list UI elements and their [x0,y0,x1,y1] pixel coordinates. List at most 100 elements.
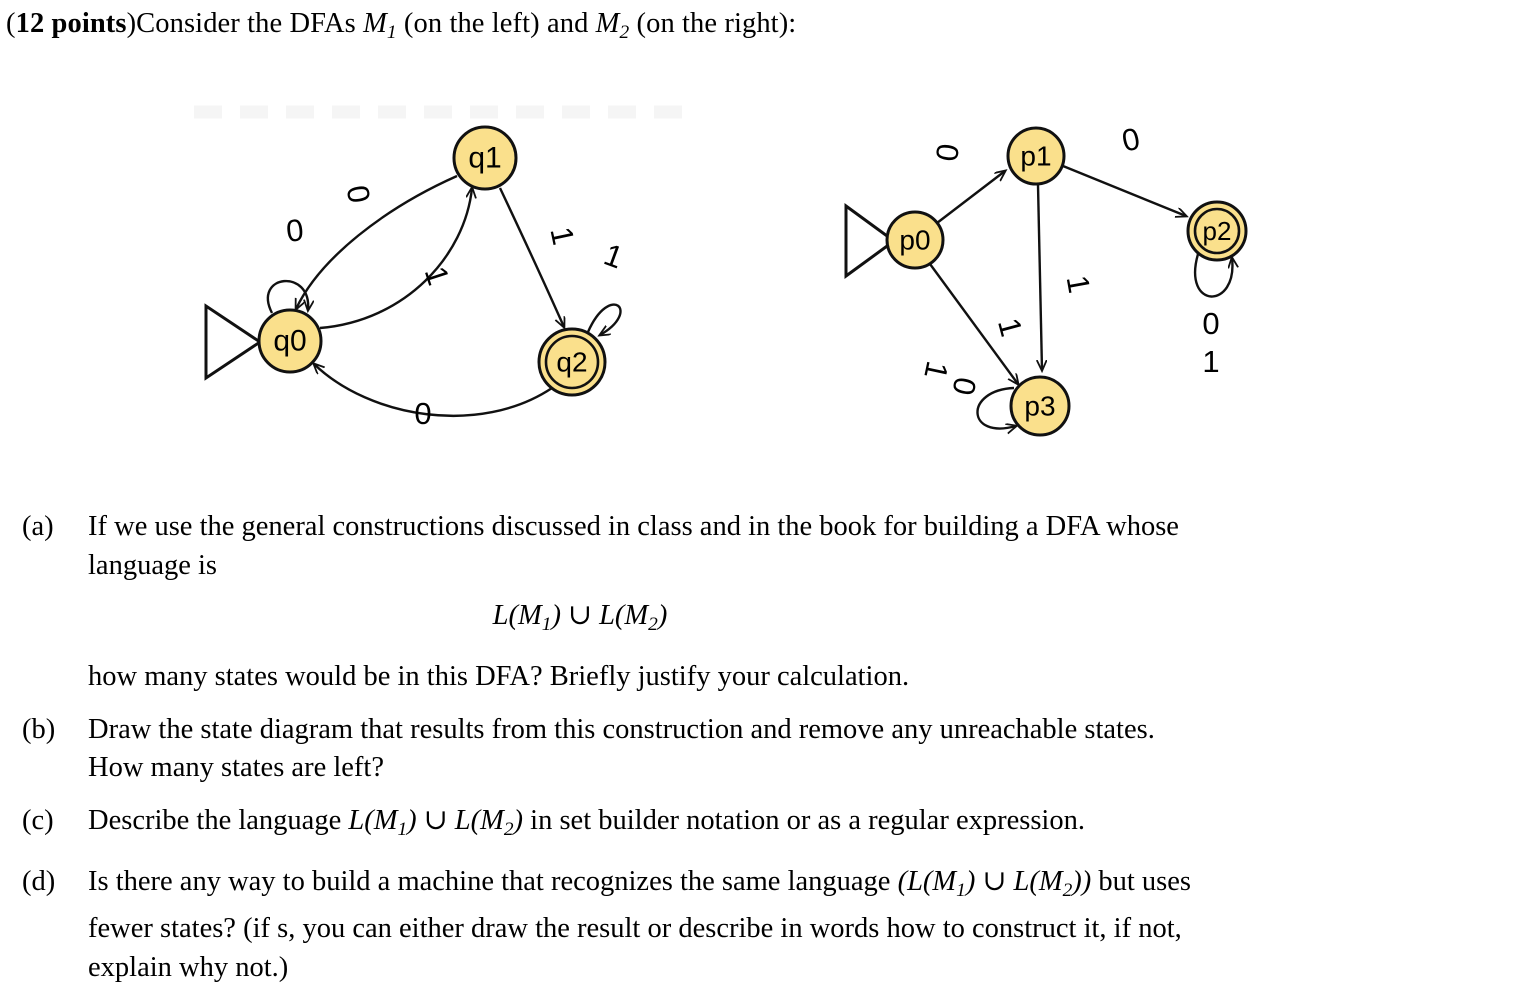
question-b-label: (b) [22,713,56,745]
statement-text-before: Consider the DFAs [136,8,364,39]
state-node-q2[interactable]: q2 [537,327,607,397]
formula-a-l2: ) ∪ [551,600,600,631]
formula-d-m1-sub: 1 [956,879,966,901]
question-d-label: (d) [22,866,56,898]
edge-label-q1-q0: 0 [340,183,377,206]
start-arrow-p0 [844,203,897,279]
edge-label-p0-p1: 0 [929,142,966,164]
dfa-figures: q0 q1 q2 0 1 0 1 1 0 [0,96,1532,496]
state-node-p0[interactable]: p0 [885,210,945,270]
state-label-q0: q0 [273,325,306,358]
start-arrow-q0 [204,303,263,381]
edge-q0-q0-0 [266,279,308,314]
state-node-p3[interactable]: p3 [1009,375,1071,437]
points-label: 12 points [15,8,127,39]
edge-q0-q1-1 [319,188,472,330]
edge-label-p1-p2: 0 [1119,121,1143,159]
question-d-part1: Is there any way to build a machine that… [88,866,898,898]
formula-d-l3: L( [1013,866,1039,898]
question-c-label: (c) [22,804,54,836]
edge-label-p2-self-1: 1 [1202,344,1219,379]
formula-c-l4: ) [513,804,524,836]
question-a-line3: how many states would be in this DFA? Br… [88,661,910,693]
formula-c-m2: M [480,804,504,836]
formula-c-l1: L( [348,804,374,836]
state-node-q0[interactable]: q0 [257,308,323,374]
edge-label-q2-q2: 1 [600,237,628,276]
formula-d-l0: ( [897,866,908,898]
edge-p3-p3-self [976,386,1016,428]
m2-subscript: 2 [619,21,630,43]
question-d-part2: but uses [1091,866,1191,898]
edge-p1-p2-0 [1062,164,1186,216]
edge-p2-p2-self [1194,253,1232,298]
edge-q2-q2-1 [586,303,622,335]
question-b-line1: Draw the state diagram that results from… [88,713,1155,745]
state-label-q1: q1 [468,142,501,175]
edge-p0-p1-0 [936,171,1005,224]
question-c: (c) Describe the language L(M1) ∪ L(M2) … [0,802,1532,849]
state-node-p1[interactable]: p1 [1006,126,1066,186]
edge-label-q2-q0: 0 [414,396,431,431]
formula-c-m1: M [373,804,398,836]
edge-label-q1-q2: 1 [543,224,581,248]
question-a-label: (a) [22,511,54,542]
question-d-line1: Is there any way to build a machine that… [88,863,1492,910]
formula-d-l1: L( [907,866,933,898]
dfa-m1-figure: q0 q1 q2 0 1 0 1 1 0 [180,96,700,476]
formula-a-l3: L( [599,600,625,631]
edge-q2-q0-0 [314,364,553,418]
state-node-q1[interactable]: q1 [452,125,518,191]
paren-close: ) [126,8,137,39]
formula-c-m1-sub: 1 [397,818,408,840]
question-a: (a) If we use the general constructions … [0,508,1532,697]
state-label-p1: p1 [1020,141,1051,172]
edge-label-q0-q1: 1 [418,262,457,289]
question-d: (d) Is there any way to build a machine … [0,863,1532,987]
m1-subscript: 1 [386,21,397,43]
formula-d-m1: M [932,866,957,898]
paren-open: ( [6,8,16,39]
formula-d-m2-sub: 2 [1062,879,1073,901]
edge-label-p0-p3: 1 [991,314,1029,340]
question-c-part2: in set builder notation or as a regular … [523,804,1085,836]
formula-a-m2-sub: 2 [648,613,658,635]
question-c-text: Describe the language L(M1) ∪ L(M2) in s… [88,802,1492,849]
question-a-formula: L(M1) ∪ L(M2) [88,597,1492,644]
question-a-line1: If we use the general constructions disc… [88,511,1179,542]
formula-a-m2: M [624,600,649,631]
statement-text-after: (on the right): [629,8,797,39]
dfa-m2-figure: p0 p1 p2 p3 0 1 0 1 0 1 1 0 [830,96,1310,476]
question-a-line2: language is [88,549,218,581]
edge-q1-q2-1 [498,187,564,327]
formula-a-l4: ) [657,600,668,631]
edge-label-p1-p3: 1 [1060,273,1097,296]
problem-statement: (12 points)Consider the DFAs M1 (on the … [6,6,1506,51]
statement-text-mid: (on the left) and [396,8,596,39]
state-label-q2: q2 [556,347,587,378]
formula-d-m2: M [1038,866,1063,898]
edge-p0-p3-1 [929,263,1018,384]
edge-label-p2-self-0: 0 [1202,306,1219,341]
edge-label-q0-q0: 0 [284,212,305,249]
question-list: (a) If we use the general constructions … [0,508,1532,1001]
formula-c-l3: L( [454,804,481,836]
formula-d-l4: )) [1072,866,1092,898]
question-d-line3: explain why not.) [88,951,289,983]
state-label-p0: p0 [899,225,930,256]
question-b-line2: How many states are left? [88,752,384,784]
formula-d-l2: ) ∪ [965,866,1014,898]
formula-a-m1-sub: 1 [541,613,552,635]
state-label-p3: p3 [1024,391,1055,422]
formula-a-m1: M [518,600,542,631]
edge-p1-p3-1 [1038,184,1042,370]
dfa-m1-svg: q0 q1 q2 0 1 0 1 1 0 [194,105,686,431]
formula-c-l2: ) ∪ [407,804,455,836]
edge-label-p3-self-0: 0 [945,374,983,398]
state-node-p2[interactable]: p2 [1186,200,1248,262]
m1-symbol: M [363,8,387,39]
dfa-m2-svg: p0 p1 p2 p3 0 1 0 1 0 1 1 0 [844,121,1248,437]
question-d-line2: fewer states? (if s, you can either draw… [88,913,1182,945]
m2-symbol: M [595,8,620,39]
formula-a-l1: L( [492,600,518,631]
